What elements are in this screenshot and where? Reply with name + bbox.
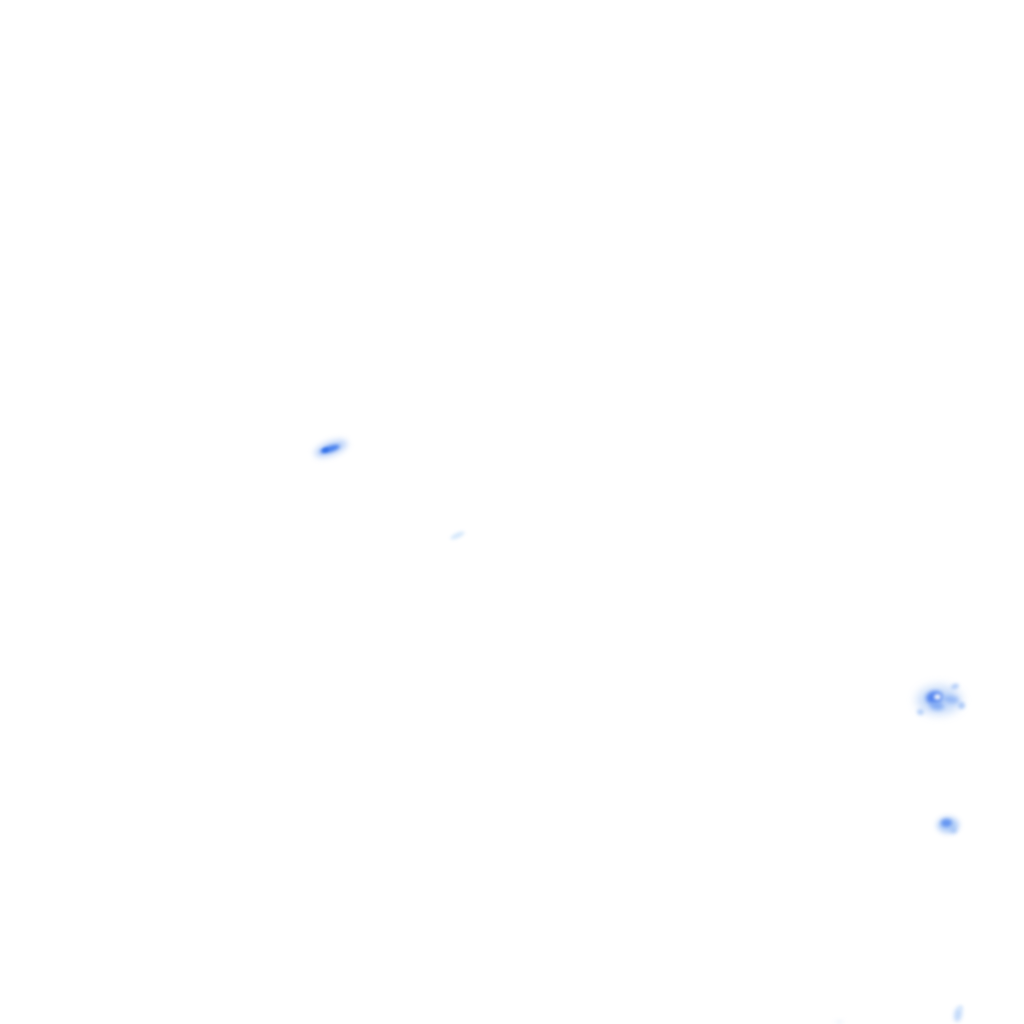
- echo-cluster-east-lower-lobe: [929, 701, 945, 711]
- echo-ultra-faint-bottom-smudge: [834, 1020, 844, 1024]
- echo-blob-southeast-halo: [937, 817, 959, 833]
- echo-cluster-east-core: [924, 689, 944, 705]
- echo-faint-streak-center-streak: [449, 529, 465, 541]
- echo-streak-west-core-nub: [321, 447, 329, 453]
- echo-streak-west-halo: [312, 436, 350, 460]
- echo-comma-bottom-edge-hook: [957, 1005, 963, 1011]
- echo-blob-southeast-core: [940, 819, 952, 827]
- echo-cluster-east-halo: [917, 686, 961, 714]
- echo-comma-bottom-edge-body: [952, 1005, 964, 1023]
- echo-cluster-east-right-wing: [942, 694, 960, 704]
- echo-streak-west-core: [319, 443, 341, 455]
- echo-blob-southeast-tail: [948, 825, 958, 835]
- echo-cluster-east-dot-ne: [950, 682, 960, 690]
- echo-cluster-east-dot-sw: [916, 709, 924, 715]
- echo-cluster-east-dot-e: [957, 701, 965, 709]
- echo-cluster-east-core-hole: [933, 694, 941, 700]
